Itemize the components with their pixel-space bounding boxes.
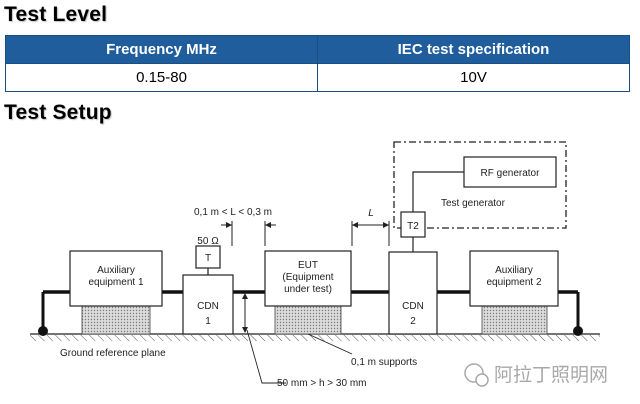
height-arrow-head-top [242,293,248,299]
l-arrow-head-left [352,222,358,228]
eut-line3: under test) [284,284,332,295]
cdn-1-line2: 1 [205,316,211,327]
support-aux2 [481,305,548,335]
height-leader [246,329,286,384]
cdn-1-line1: CDN [197,301,219,312]
dist-arrow-left-head [226,222,232,228]
rf-generator-label: RF generator [481,168,541,179]
eut-line2: (Equipment [282,272,333,283]
ground-node-right [573,326,583,336]
test-generator-label: Test generator [441,198,506,209]
cell-frequency: 0.15-80 [5,63,318,92]
aux-equipment-1-box [69,250,163,307]
eut-box [264,250,352,307]
distance-label: 0,1 m < L < 0,3 m [194,207,272,218]
watermark-text: 阿拉丁照明网 [494,364,608,386]
t2-label: T2 [407,221,419,232]
t-label: T [205,253,211,264]
test-level-title: Test Level [4,3,108,26]
height-label: 50 mm > h > 30 mm [277,378,366,389]
l-label: L [368,208,374,219]
support-aux1 [81,305,151,335]
cell-iec-spec: 10V [317,63,630,92]
rf-generator-box [463,156,557,188]
wechat-icon-dot [475,373,489,387]
aux-equipment-1-line1: Auxiliary [97,265,135,276]
aux-equipment-1-line2: equipment 1 [88,277,143,288]
dist-arrow-right-head [265,222,271,228]
supports-leader [307,333,353,355]
col-header-iec-spec: IEC test specification [317,35,630,64]
rf-cable [412,171,464,212]
watermark: 阿拉丁照明网 [464,363,608,387]
test-setup-title: Test Setup [4,101,112,124]
aux-equipment-2-box [469,250,559,307]
eut-line1: EUT [298,260,318,271]
table-row: 0.15-80 10V [5,63,630,92]
test-level-table: Frequency MHz IEC test specification 0.1… [5,35,630,92]
support-eut [274,305,342,335]
ground-plane-hatch [30,335,600,341]
supports-label: 0,1 m supports [351,357,417,368]
ground-node-left [38,326,48,336]
l-arrow-head-right [383,222,389,228]
aux-equipment-2-line1: Auxiliary [495,265,533,276]
table-header-row: Frequency MHz IEC test specification [5,35,630,64]
ground-plane-label: Ground reference plane [60,348,166,359]
generator-enclosure [393,141,567,229]
aux-equipment-2-line2: equipment 2 [486,277,541,288]
cdn-1-box [182,274,234,335]
cdn-2-line1: CDN [402,301,424,312]
ohm-label: 50 Ω [197,236,219,247]
cdn-2-box [388,251,438,335]
wechat-icon [464,363,484,383]
height-arrow-head-bottom [242,327,248,333]
cdn-2-line2: 2 [410,316,416,327]
